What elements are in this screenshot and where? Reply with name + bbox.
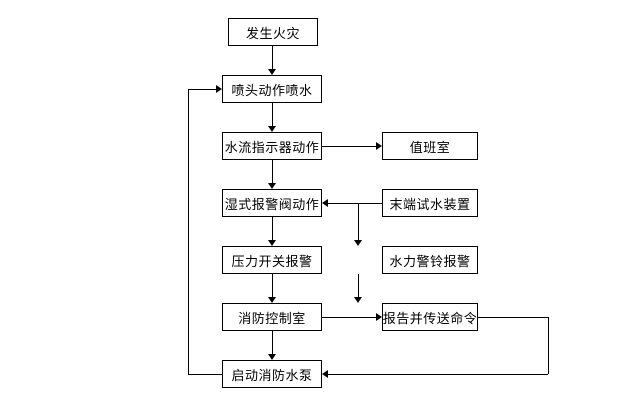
edge-fire-to-sprinkler-arrow: [268, 69, 276, 75]
node-end-test-device-label: 末端试水装置: [389, 197, 471, 213]
edge-pump-feedback-top: [188, 89, 216, 90]
node-report-and-send-command-label: 报告并传送命令: [382, 311, 478, 327]
edge-fire-control-to-pump-arrow: [268, 354, 276, 360]
node-duty-room: 值班室: [382, 132, 478, 160]
node-fire-control-room-label: 消防控制室: [238, 311, 306, 327]
node-wet-alarm-valve-label: 湿式报警阀动作: [224, 197, 320, 213]
edge-fire-control-to-report-arrow: [376, 313, 382, 321]
edge-fire-control-to-pump-line: [272, 331, 273, 354]
edge-flow-to-wet-valve-arrow: [268, 183, 276, 189]
node-fire: 发生火灾: [228, 18, 318, 46]
edge-sprinkler-to-flow-line: [272, 103, 273, 126]
edge-report-feedback-right: [548, 317, 549, 374]
edge-pump-feedback-bottom: [188, 374, 222, 375]
node-water-flow-indicator: 水流指示器动作: [222, 132, 322, 160]
edge-wet-valve-branch-join: [358, 217, 359, 218]
edge-water-bell-to-report-line: [358, 274, 359, 297]
node-report-and-send-command: 报告并传送命令: [382, 303, 478, 331]
node-water-motor-gong-alarm: 水力警铃报警: [382, 246, 478, 274]
node-water-motor-gong-alarm-label: 水力警铃报警: [389, 254, 471, 270]
node-fire-label: 发生火灾: [245, 26, 300, 42]
node-start-fire-pump: 启动消防水泵: [222, 360, 322, 388]
node-pressure-switch-alarm-label: 压力开关报警: [231, 254, 313, 270]
edge-wet-valve-to-pressure-arrow: [268, 240, 276, 246]
edge-wet-valve-to-pressure-line: [272, 217, 273, 240]
edge-end-device-to-wet-valve-arrow: [322, 199, 328, 207]
edge-end-device-to-wet-valve-line: [328, 203, 382, 204]
edge-fire-control-to-report-line: [322, 317, 376, 318]
edge-wet-valve-to-water-bell-arrow: [354, 240, 362, 246]
edge-wet-valve-to-water-bell-line: [358, 217, 359, 240]
node-sprinkler: 喷头动作喷水: [222, 75, 322, 103]
edge-flow-to-duty-room-arrow: [376, 142, 382, 150]
node-sprinkler-label: 喷头动作喷水: [231, 83, 313, 99]
edge-water-bell-to-report-arrow: [354, 297, 362, 303]
node-start-fire-pump-label: 启动消防水泵: [231, 368, 313, 384]
edge-pressure-to-fire-control-line: [272, 274, 273, 297]
node-end-test-device: 末端试水装置: [382, 189, 478, 217]
node-fire-control-room: 消防控制室: [222, 303, 322, 331]
node-water-flow-indicator-label: 水流指示器动作: [224, 140, 320, 156]
edge-report-feedback-bottom: [328, 374, 548, 375]
edge-wet-valve-branch-stem: [358, 203, 359, 217]
edge-flow-to-wet-valve-line: [272, 160, 273, 183]
edge-pump-feedback-arrow: [216, 85, 222, 93]
edge-pressure-to-fire-control-arrow: [268, 297, 276, 303]
node-pressure-switch-alarm: 压力开关报警: [222, 246, 322, 274]
edge-pump-feedback-left: [188, 89, 189, 374]
node-duty-room-label: 值班室: [409, 140, 451, 156]
edge-report-feedback-arrow: [322, 370, 328, 378]
node-wet-alarm-valve: 湿式报警阀动作: [222, 189, 322, 217]
edge-report-feedback-top: [478, 317, 548, 318]
edge-fire-to-sprinkler-line: [272, 46, 273, 69]
edge-sprinkler-to-flow-arrow: [268, 126, 276, 132]
edge-flow-to-duty-room-line: [322, 146, 376, 147]
